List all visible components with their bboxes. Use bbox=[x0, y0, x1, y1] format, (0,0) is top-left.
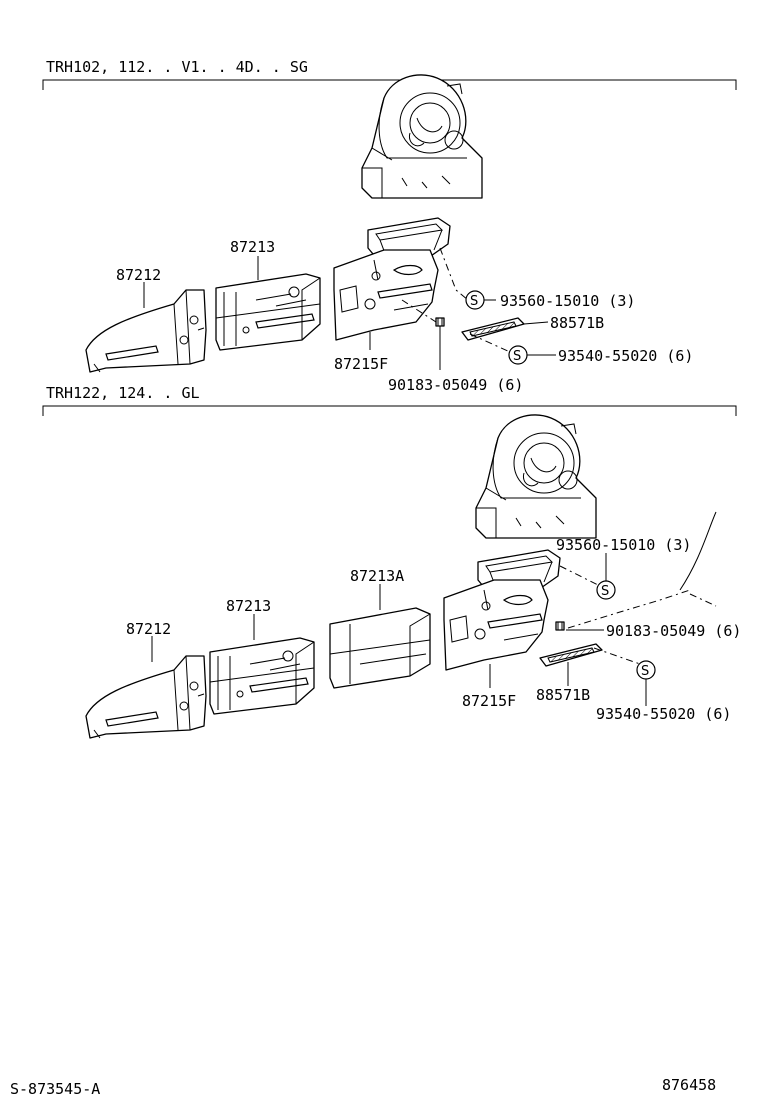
label-87213a: 87213A bbox=[350, 567, 404, 585]
duct-87215f bbox=[333, 249, 439, 341]
label-88571b: 88571B bbox=[550, 314, 604, 332]
svg-text:S: S bbox=[470, 294, 478, 309]
label-88571b: 88571B bbox=[536, 686, 590, 704]
duct-87213 bbox=[209, 637, 315, 715]
section-2-bracket bbox=[42, 405, 737, 416]
screw-symbol-93560: S bbox=[465, 290, 485, 310]
screw-symbol-93540: S bbox=[636, 660, 656, 680]
duct-87212 bbox=[85, 289, 207, 373]
label-93540: 93540-55020 (6) bbox=[596, 705, 731, 723]
section-1-screw-line bbox=[439, 247, 469, 301]
label-93560: 93560-15010 (3) bbox=[556, 536, 691, 554]
blower-unit bbox=[361, 74, 483, 199]
svg-text:S: S bbox=[513, 349, 521, 364]
footer-right-code: 876458 bbox=[662, 1076, 716, 1094]
register-88571b bbox=[461, 317, 525, 341]
section-2-screw-line bbox=[559, 565, 601, 587]
label-90183: 90183-05049 (6) bbox=[606, 622, 741, 640]
leader-88571b bbox=[523, 321, 549, 325]
label-87215f: 87215F bbox=[462, 692, 516, 710]
body-outline-dash bbox=[689, 593, 717, 607]
duct-87212 bbox=[85, 655, 207, 739]
section-2-screw2-line bbox=[593, 647, 641, 665]
label-93560: 93560-15010 (3) bbox=[500, 292, 635, 310]
section-1-header: TRH102, 112. . V1. . 4D. . SG bbox=[46, 58, 308, 76]
section-2-header: TRH122, 124. . GL bbox=[46, 384, 200, 402]
section-2: TRH122, 124. . GL S S 87212 bbox=[42, 384, 741, 739]
screw-symbol-93540: S bbox=[508, 345, 528, 365]
label-87215f: 87215F bbox=[334, 355, 388, 373]
blower-unit bbox=[475, 414, 597, 539]
section-1-screw2-line bbox=[469, 333, 511, 353]
clip-90183 bbox=[435, 317, 445, 327]
duct-87213 bbox=[215, 273, 321, 351]
clip-90183 bbox=[555, 621, 565, 631]
label-87212: 87212 bbox=[116, 266, 161, 284]
svg-text:S: S bbox=[641, 664, 649, 679]
duct-87215f bbox=[443, 579, 549, 671]
section-1: TRH102, 112. . V1. . 4D. . SG S S 87212 … bbox=[42, 58, 737, 394]
label-87212: 87212 bbox=[126, 620, 171, 638]
body-outline bbox=[679, 511, 717, 591]
label-93540: 93540-55020 (6) bbox=[558, 347, 693, 365]
section-1-clip-line bbox=[401, 299, 437, 323]
svg-text:S: S bbox=[601, 584, 609, 599]
screw-symbol-93560: S bbox=[596, 580, 616, 600]
register-88571b bbox=[539, 643, 603, 667]
duct-87213a bbox=[329, 607, 431, 689]
section-1-bracket bbox=[42, 79, 737, 90]
label-87213: 87213 bbox=[226, 597, 271, 615]
label-90183: 90183-05049 (6) bbox=[388, 376, 523, 394]
label-87213: 87213 bbox=[230, 238, 275, 256]
footer-left-code: S-873545-A bbox=[10, 1080, 100, 1098]
